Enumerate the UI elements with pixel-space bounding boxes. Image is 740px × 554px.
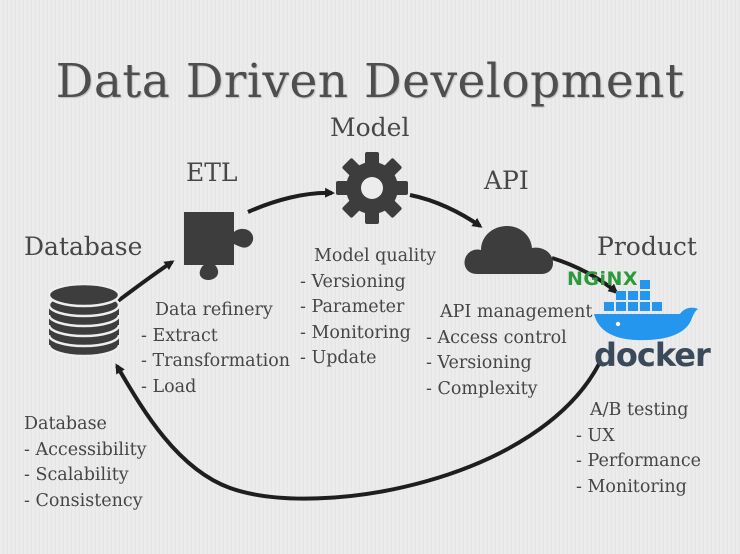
note-line: - Accessibility: [24, 439, 147, 460]
node-label-database: Database: [24, 232, 143, 261]
note-line: - Parameter: [300, 297, 405, 317]
note-model: Model quality - Versioning - Parameter -…: [300, 244, 436, 372]
note-line: - Transformation: [141, 351, 291, 371]
arrow-etl-to-model: [247, 187, 335, 214]
puzzle-piece-icon: [184, 212, 254, 281]
note-line: Model quality: [314, 246, 437, 266]
note-line: - UX: [576, 425, 615, 446]
arrow-model-to-api: [409, 193, 483, 228]
docker-logo-text: docker: [594, 336, 711, 374]
cloud-icon: [464, 226, 553, 274]
database-stack-icon: [47, 283, 121, 358]
note-product: A/B testing - UX - Performance - Monitor…: [576, 398, 701, 500]
note-line: - Consistency: [24, 490, 143, 511]
node-label-etl: ETL: [186, 158, 238, 187]
nginx-logo: NGiNX: [567, 268, 639, 290]
node-label-api: API: [484, 166, 529, 195]
note-line: A/B testing: [590, 400, 689, 420]
note-line: - Monitoring: [576, 476, 687, 497]
note-line: - Versioning: [300, 271, 406, 292]
node-label-product: Product: [597, 232, 697, 261]
gear-icon: [336, 152, 408, 224]
node-label-model: Model: [330, 113, 410, 142]
docker-whale-icon: [594, 280, 698, 341]
note-line: - Complexity: [426, 378, 538, 399]
note-database: Database - Accessibility - Scalability -…: [24, 412, 147, 514]
arrow-api-to-product: [551, 256, 619, 294]
arrow-product-to-database: [115, 361, 602, 501]
note-line: Database: [24, 414, 107, 434]
note-line: - Update: [300, 348, 377, 368]
note-etl: Data refinery - Extract - Transformation…: [141, 298, 290, 400]
note-line: - Versioning: [426, 353, 532, 373]
note-api: API management - Access control - Versio…: [426, 300, 592, 402]
note-line: - Extract: [141, 325, 218, 346]
diagram-title: Data Driven Development: [55, 54, 685, 109]
note-line: API management: [440, 302, 593, 322]
note-line: - Monitoring: [300, 322, 411, 343]
note-line: - Load: [141, 376, 197, 397]
note-line: - Access control: [426, 327, 567, 348]
note-line: - Performance: [576, 451, 702, 471]
note-line: Data refinery: [155, 300, 273, 320]
note-line: - Scalability: [24, 465, 129, 485]
